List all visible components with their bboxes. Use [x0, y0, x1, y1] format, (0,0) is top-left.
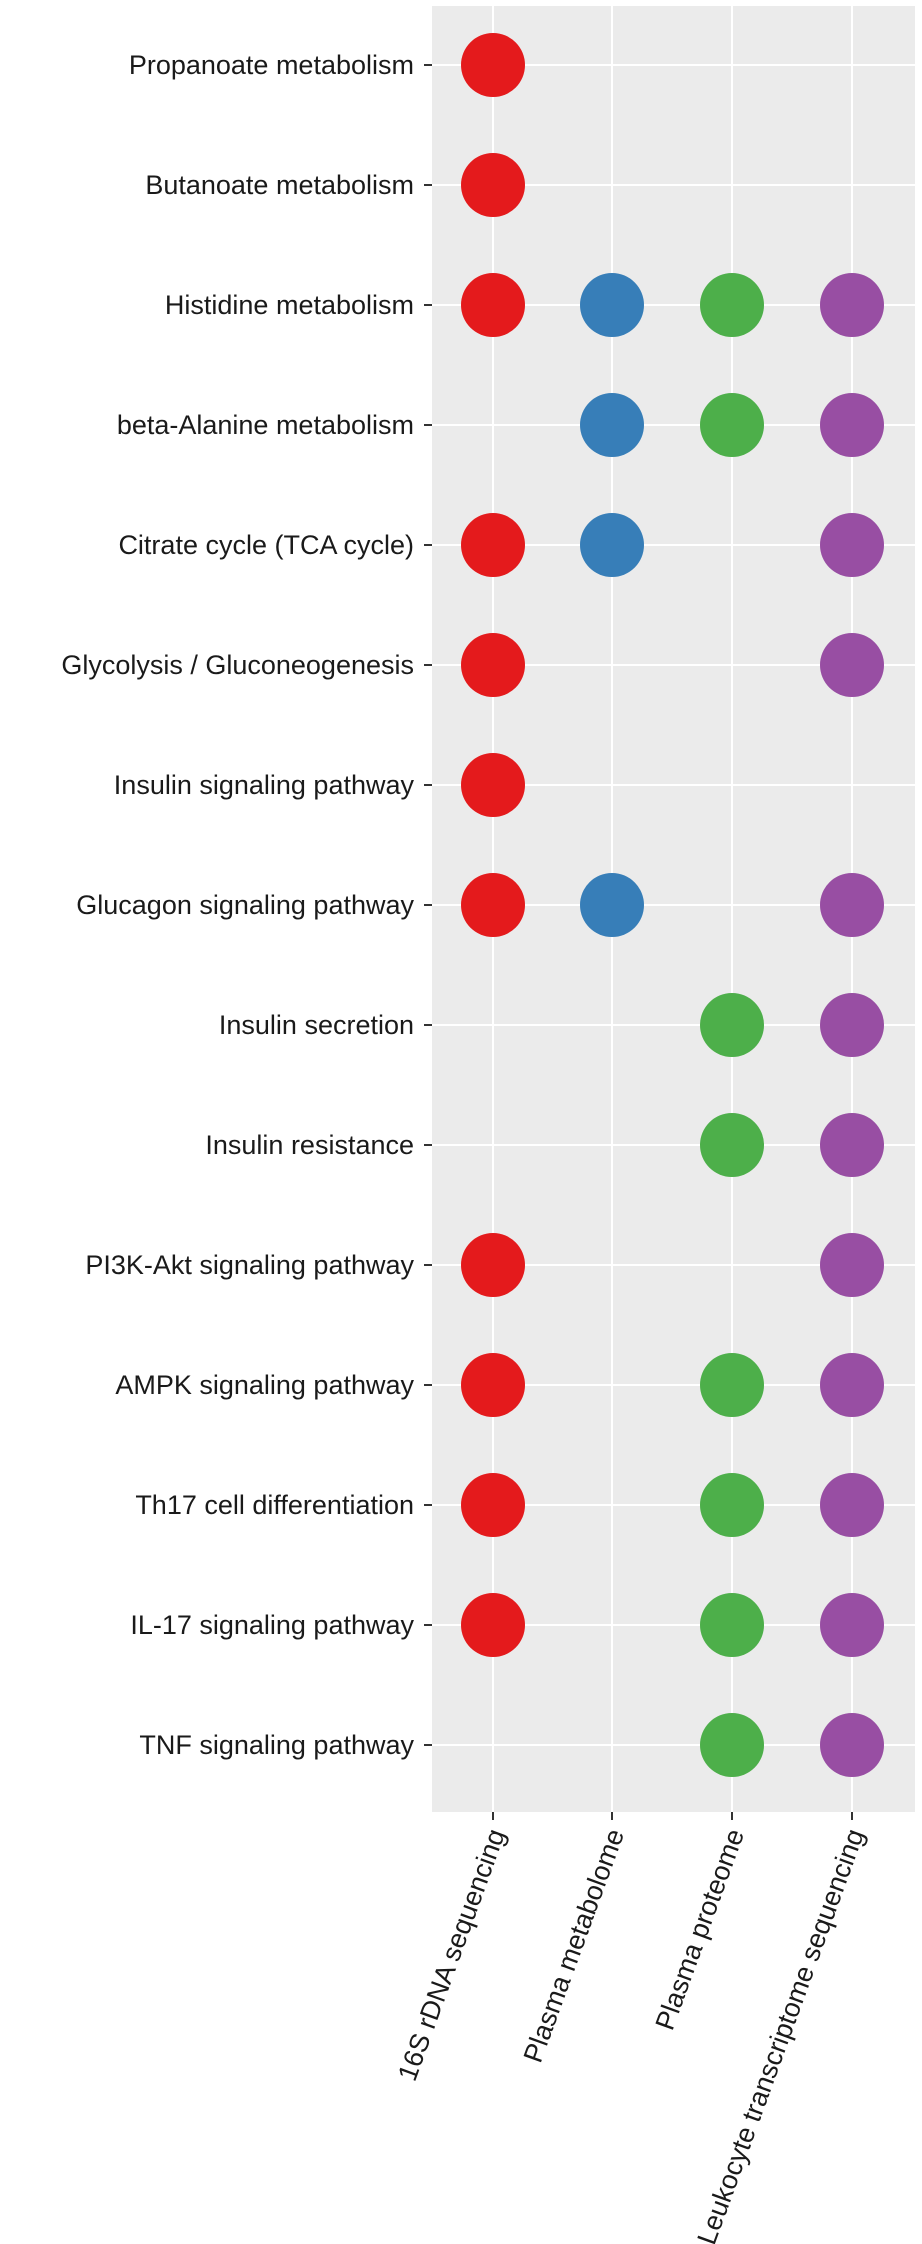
y-tick-label: IL-17 signaling pathway	[130, 1610, 414, 1640]
data-point	[820, 1473, 884, 1537]
y-tick-label: Insulin signaling pathway	[114, 770, 415, 800]
data-point	[700, 1593, 764, 1657]
data-point	[700, 1113, 764, 1177]
data-point	[580, 273, 644, 337]
data-point	[700, 1473, 764, 1537]
y-tick-label: Butanoate metabolism	[145, 170, 414, 200]
y-tick-label: Th17 cell differentiation	[135, 1490, 414, 1520]
y-tick-label: Citrate cycle (TCA cycle)	[118, 530, 414, 560]
data-point	[461, 153, 525, 217]
y-tick-label: TNF signaling pathway	[139, 1730, 414, 1760]
data-point	[461, 1233, 525, 1297]
x-tick-label: Plasma metabolome	[518, 1825, 630, 2067]
data-point	[580, 393, 644, 457]
data-point	[820, 1713, 884, 1777]
data-point	[820, 393, 884, 457]
data-point	[580, 873, 644, 937]
data-point	[820, 513, 884, 577]
data-point	[461, 1473, 525, 1537]
data-point	[461, 873, 525, 937]
y-tick-label: PI3K-Akt signaling pathway	[85, 1250, 414, 1280]
y-tick-label: Glucagon signaling pathway	[76, 890, 414, 920]
x-tick-label: 16S rDNA sequencing	[392, 1825, 511, 2085]
data-point	[820, 633, 884, 697]
data-point	[820, 1593, 884, 1657]
data-point	[461, 1353, 525, 1417]
data-point	[700, 993, 764, 1057]
data-point	[820, 1233, 884, 1297]
data-point	[820, 1353, 884, 1417]
data-point	[461, 753, 525, 817]
data-point	[700, 1713, 764, 1777]
data-point	[820, 873, 884, 937]
data-point	[700, 1353, 764, 1417]
data-point	[461, 513, 525, 577]
data-point	[461, 1593, 525, 1657]
data-point	[820, 993, 884, 1057]
y-tick-label: Propanoate metabolism	[129, 50, 414, 80]
data-point	[700, 273, 764, 337]
y-tick-label: Glycolysis / Gluconeogenesis	[61, 650, 414, 680]
data-point	[461, 33, 525, 97]
data-point	[820, 1113, 884, 1177]
y-tick-label: Insulin resistance	[205, 1130, 414, 1160]
data-point	[700, 393, 764, 457]
data-point	[580, 513, 644, 577]
data-point	[461, 633, 525, 697]
data-point	[461, 273, 525, 337]
data-points	[461, 33, 884, 1777]
y-tick-label: Histidine metabolism	[165, 290, 414, 320]
y-tick-label: AMPK signaling pathway	[115, 1370, 414, 1400]
x-tick-label: Plasma proteome	[650, 1825, 751, 2034]
y-tick-label: beta-Alanine metabolism	[117, 410, 414, 440]
data-point	[820, 273, 884, 337]
y-tick-label: Insulin secretion	[219, 1010, 414, 1040]
